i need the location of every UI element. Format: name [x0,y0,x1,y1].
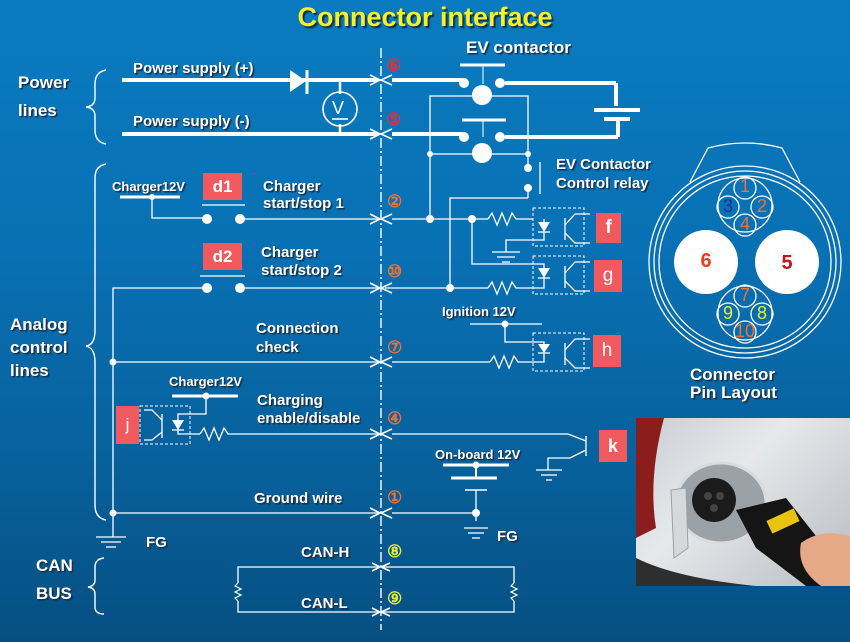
label-power-supply-minus: Power supply (-) [133,113,250,130]
optocoupler-j [139,405,191,445]
ignition-12v-label: Ignition 12V [442,304,516,319]
connector-pin-4: 4 [739,214,750,234]
connector-face-icon [648,142,842,359]
pin-marker-5: ⑤ [386,110,402,129]
label-connection-check: Connection [256,320,339,337]
fg-label-right: FG [497,528,518,545]
label-start-stop-1: Charger [263,178,321,195]
brace-power [85,69,107,145]
connector-caption: Connector [690,365,775,384]
contactor-coil-2 [472,143,492,163]
optocoupler-g [532,255,585,295]
page-title: Connector interface [297,2,553,32]
tag-f: f [596,213,621,243]
pin-marker-7: ⑦ [387,338,403,357]
connector-pin-6: 6 [700,250,712,272]
group-label-power: lines [18,101,57,120]
brace-analog [85,163,107,521]
ev-contactor-label: EV contactor [466,38,571,57]
contactor-relay-label: EV Contactor [556,156,652,173]
contactor-coil-1 [472,85,492,105]
connector-pin-2: 2 [756,196,767,216]
pin-marker-6: ⑥ [386,56,402,75]
onboard-12v-label: On-board 12V [435,447,521,462]
connector-pin-1: 1 [739,176,750,196]
label-start-stop-1: start/stop 1 [263,195,344,212]
diode-icon [290,70,306,92]
charging-connector-image [636,418,850,586]
pin-marker-8: ⑧ [387,542,403,561]
connector-pin-5: 5 [781,252,793,274]
pin-marker-1: ① [387,488,403,507]
label-charging-enable: Charging [257,392,323,409]
tag-h: h [593,335,621,367]
tag-d1: d1 [203,173,242,200]
group-label-can: BUS [36,584,72,603]
connector-pin-10: 10 [734,321,756,341]
tag-d2: d2 [203,243,242,270]
brace-can [87,557,105,615]
connector-pin-8: 8 [756,303,767,323]
charger12v-label: Charger12V [169,374,242,389]
connector-caption: Pin Layout [690,383,777,402]
label-ground-wire: Ground wire [254,490,343,507]
charging-photo [636,418,850,586]
tag-g: g [594,260,622,292]
tag-j: j [116,406,139,444]
optocoupler-f [532,207,585,247]
label-connection-check: check [256,339,299,356]
pin-marker-9: ⑨ [387,589,403,608]
resistor-icon [487,211,533,227]
connector-pin-9: 9 [722,303,733,323]
group-label-analog: lines [10,361,49,380]
label-start-stop-2: start/stop 2 [261,262,342,279]
label-power-supply-plus: Power supply (+) [133,60,254,77]
label-can-h: CAN-H [301,544,350,561]
group-label-analog: Analog [10,315,68,334]
label-can-l: CAN-L [301,595,348,612]
contactor-relay-label: Control relay [556,175,649,192]
group-label-can: CAN [36,556,73,575]
voltmeter-icon [322,91,358,127]
optocoupler-h [532,332,585,372]
group-label-power: Power [18,73,70,92]
pin-marker-4: ④ [387,409,403,428]
label-charging-enable: enable/disable [257,410,361,427]
connector-pin-3: 3 [722,196,733,216]
voltmeter-label: V [332,98,345,118]
fg-label-left: FG [146,534,167,551]
charger12v-label: Charger12V [112,179,185,194]
group-label-analog: control [10,338,68,357]
tag-k: k [599,430,627,462]
label-start-stop-2: Charger [261,244,319,261]
pin-marker-2: ② [387,192,403,211]
pin-marker-10: ⑩ [387,262,403,281]
connector-pin-7: 7 [739,285,750,305]
